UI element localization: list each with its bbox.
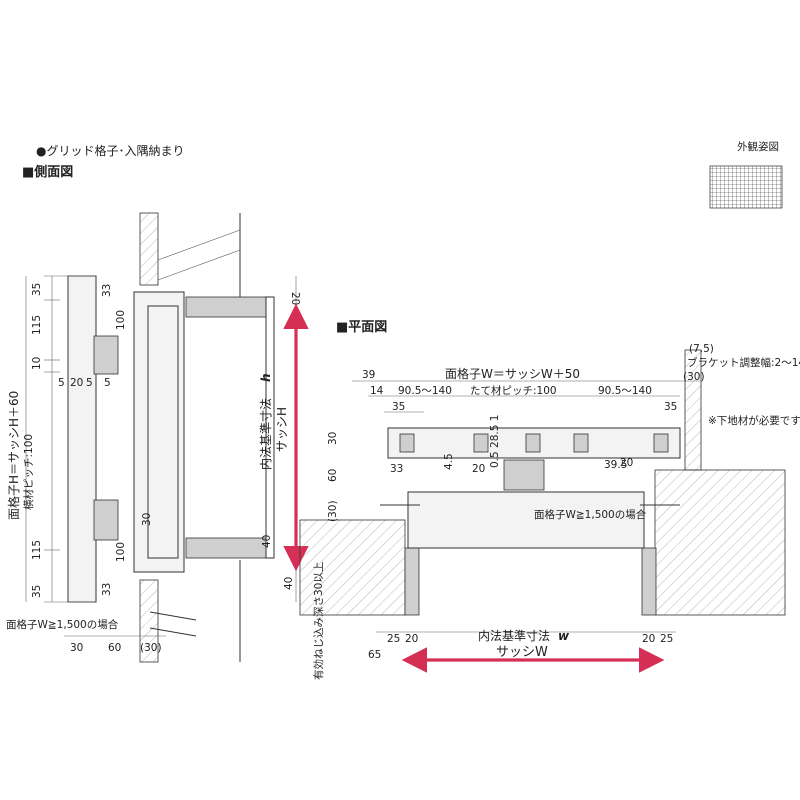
plan-dim-35: 35 xyxy=(392,401,405,413)
side-wall-bottom xyxy=(139,579,159,663)
side-dim-100-top: 100 xyxy=(115,310,127,330)
side-height-label: 面格子H＝サッシH＋60 xyxy=(6,391,21,520)
side-wall-top xyxy=(139,212,159,286)
plan-note: 面格子W≧1,500の場合 xyxy=(534,508,647,521)
plan-dim-75: (7.5) xyxy=(689,343,714,355)
side-view: 35 115 10 115 35 5 20 5 5 面格子H＝サッシH＋60 横… xyxy=(6,212,309,663)
side-dim-30-bottom: 30 xyxy=(70,642,83,654)
side-dim-60-bottom: 60 xyxy=(108,642,121,654)
side-inner-label: 内法基準寸法 xyxy=(258,398,273,470)
plan-dim-range2: 90.5～140 xyxy=(598,385,652,397)
plan-dim-30b: (30) xyxy=(327,500,339,522)
plan-dim-33: 33 xyxy=(390,463,403,475)
side-dim-115-top: 115 xyxy=(31,315,43,335)
plan-dim-35b: 35 xyxy=(664,401,677,413)
plan-dim-25-left: 25 xyxy=(387,633,400,645)
plan-dim-395: 39.5 xyxy=(604,459,627,471)
side-dim-30-mid: 30 xyxy=(141,513,153,526)
side-dim-10: 10 xyxy=(31,357,43,370)
side-sash-label: サッシH xyxy=(275,407,289,452)
plan-dim-small: 0.5 28.5 1 xyxy=(489,415,501,468)
side-head-board xyxy=(185,296,267,318)
plan-dim-30: 30 xyxy=(327,432,339,445)
plan-sash xyxy=(407,491,645,549)
side-dim-40-outer: 40 xyxy=(283,577,295,590)
side-inner-symbol: h xyxy=(259,373,273,382)
plan-dim-30a: (30) xyxy=(683,371,705,383)
plan-screw-label: 有効ねじ込み深さ30以上 xyxy=(312,562,325,680)
plan-dim-45: 4.5 xyxy=(443,453,455,470)
plan-dim-20-left: 20 xyxy=(405,633,418,645)
plan-inner-symbol: w xyxy=(558,629,570,643)
appearance-grid-icon xyxy=(709,165,783,209)
plan-dim-65: 65 xyxy=(368,649,381,661)
side-dim-35-bottom: 35 xyxy=(31,585,43,598)
plan-sash-label: サッシW xyxy=(496,645,548,660)
plan-dim-20: 20 xyxy=(472,463,485,475)
side-grille-bar xyxy=(67,275,97,603)
plan-dim-60: 60 xyxy=(327,469,339,482)
side-screw xyxy=(149,611,197,621)
side-dim-5a: 5 xyxy=(58,377,65,389)
plan-dim-range1: 90.5～140 xyxy=(398,385,452,397)
plan-dim-39: 39 xyxy=(362,369,375,381)
plan-dim-20-right: 20 xyxy=(642,633,655,645)
side-note: 面格子W≧1,500の場合 xyxy=(6,618,119,631)
side-dim-5c: 5 xyxy=(104,377,111,389)
side-bracket-upper xyxy=(93,335,119,375)
plan-dim-25-right: 25 xyxy=(660,633,673,645)
side-dim-20: 20 xyxy=(70,377,83,389)
plan-bracket xyxy=(503,459,545,491)
side-dim-115-bottom: 115 xyxy=(31,540,43,560)
side-bracket-lower xyxy=(93,499,119,541)
side-dim-5b: 5 xyxy=(86,377,93,389)
appearance-label: 外観姿図 xyxy=(737,140,779,153)
plan-dim-20b: 20 xyxy=(620,457,633,469)
side-dim-33-bottom: 33 xyxy=(101,583,113,596)
plan-view: 面格子W＝サッシW＋50 (7.5) ブラケット調整幅:2～14 (30) 39… xyxy=(299,343,800,680)
plan-bracket-label: ブラケット調整幅:2～14 xyxy=(687,356,800,369)
plan-width-label: 面格子W＝サッシW＋50 xyxy=(445,366,580,381)
side-dim-30p-bottom: (30) xyxy=(140,642,162,654)
side-pitch-label: 横材ピッチ:100 xyxy=(22,434,35,510)
side-dim-40-inner: 40 xyxy=(261,535,273,548)
plan-wall-left xyxy=(299,519,406,616)
side-dim-33-top: 33 xyxy=(101,284,113,297)
side-view-title: ■側面図 xyxy=(22,164,73,180)
plan-pitch-label: たて材ピッチ:100 xyxy=(470,384,557,397)
plan-wall-right xyxy=(654,469,786,616)
side-dim-20-right: 20 xyxy=(289,292,301,305)
plan-dim-14: 14 xyxy=(370,385,384,397)
plan-under-note: ※下地材が必要です。 xyxy=(708,414,800,427)
side-sill-board xyxy=(185,537,267,559)
plan-inner-label: 内法基準寸法 xyxy=(478,628,550,643)
side-dim-35-top: 35 xyxy=(31,283,43,296)
plan-view-title: ■平面図 xyxy=(336,320,387,335)
subtitle: ●グリッド格子･入隅納まり xyxy=(36,143,184,158)
side-dim-100-bottom: 100 xyxy=(115,542,127,562)
